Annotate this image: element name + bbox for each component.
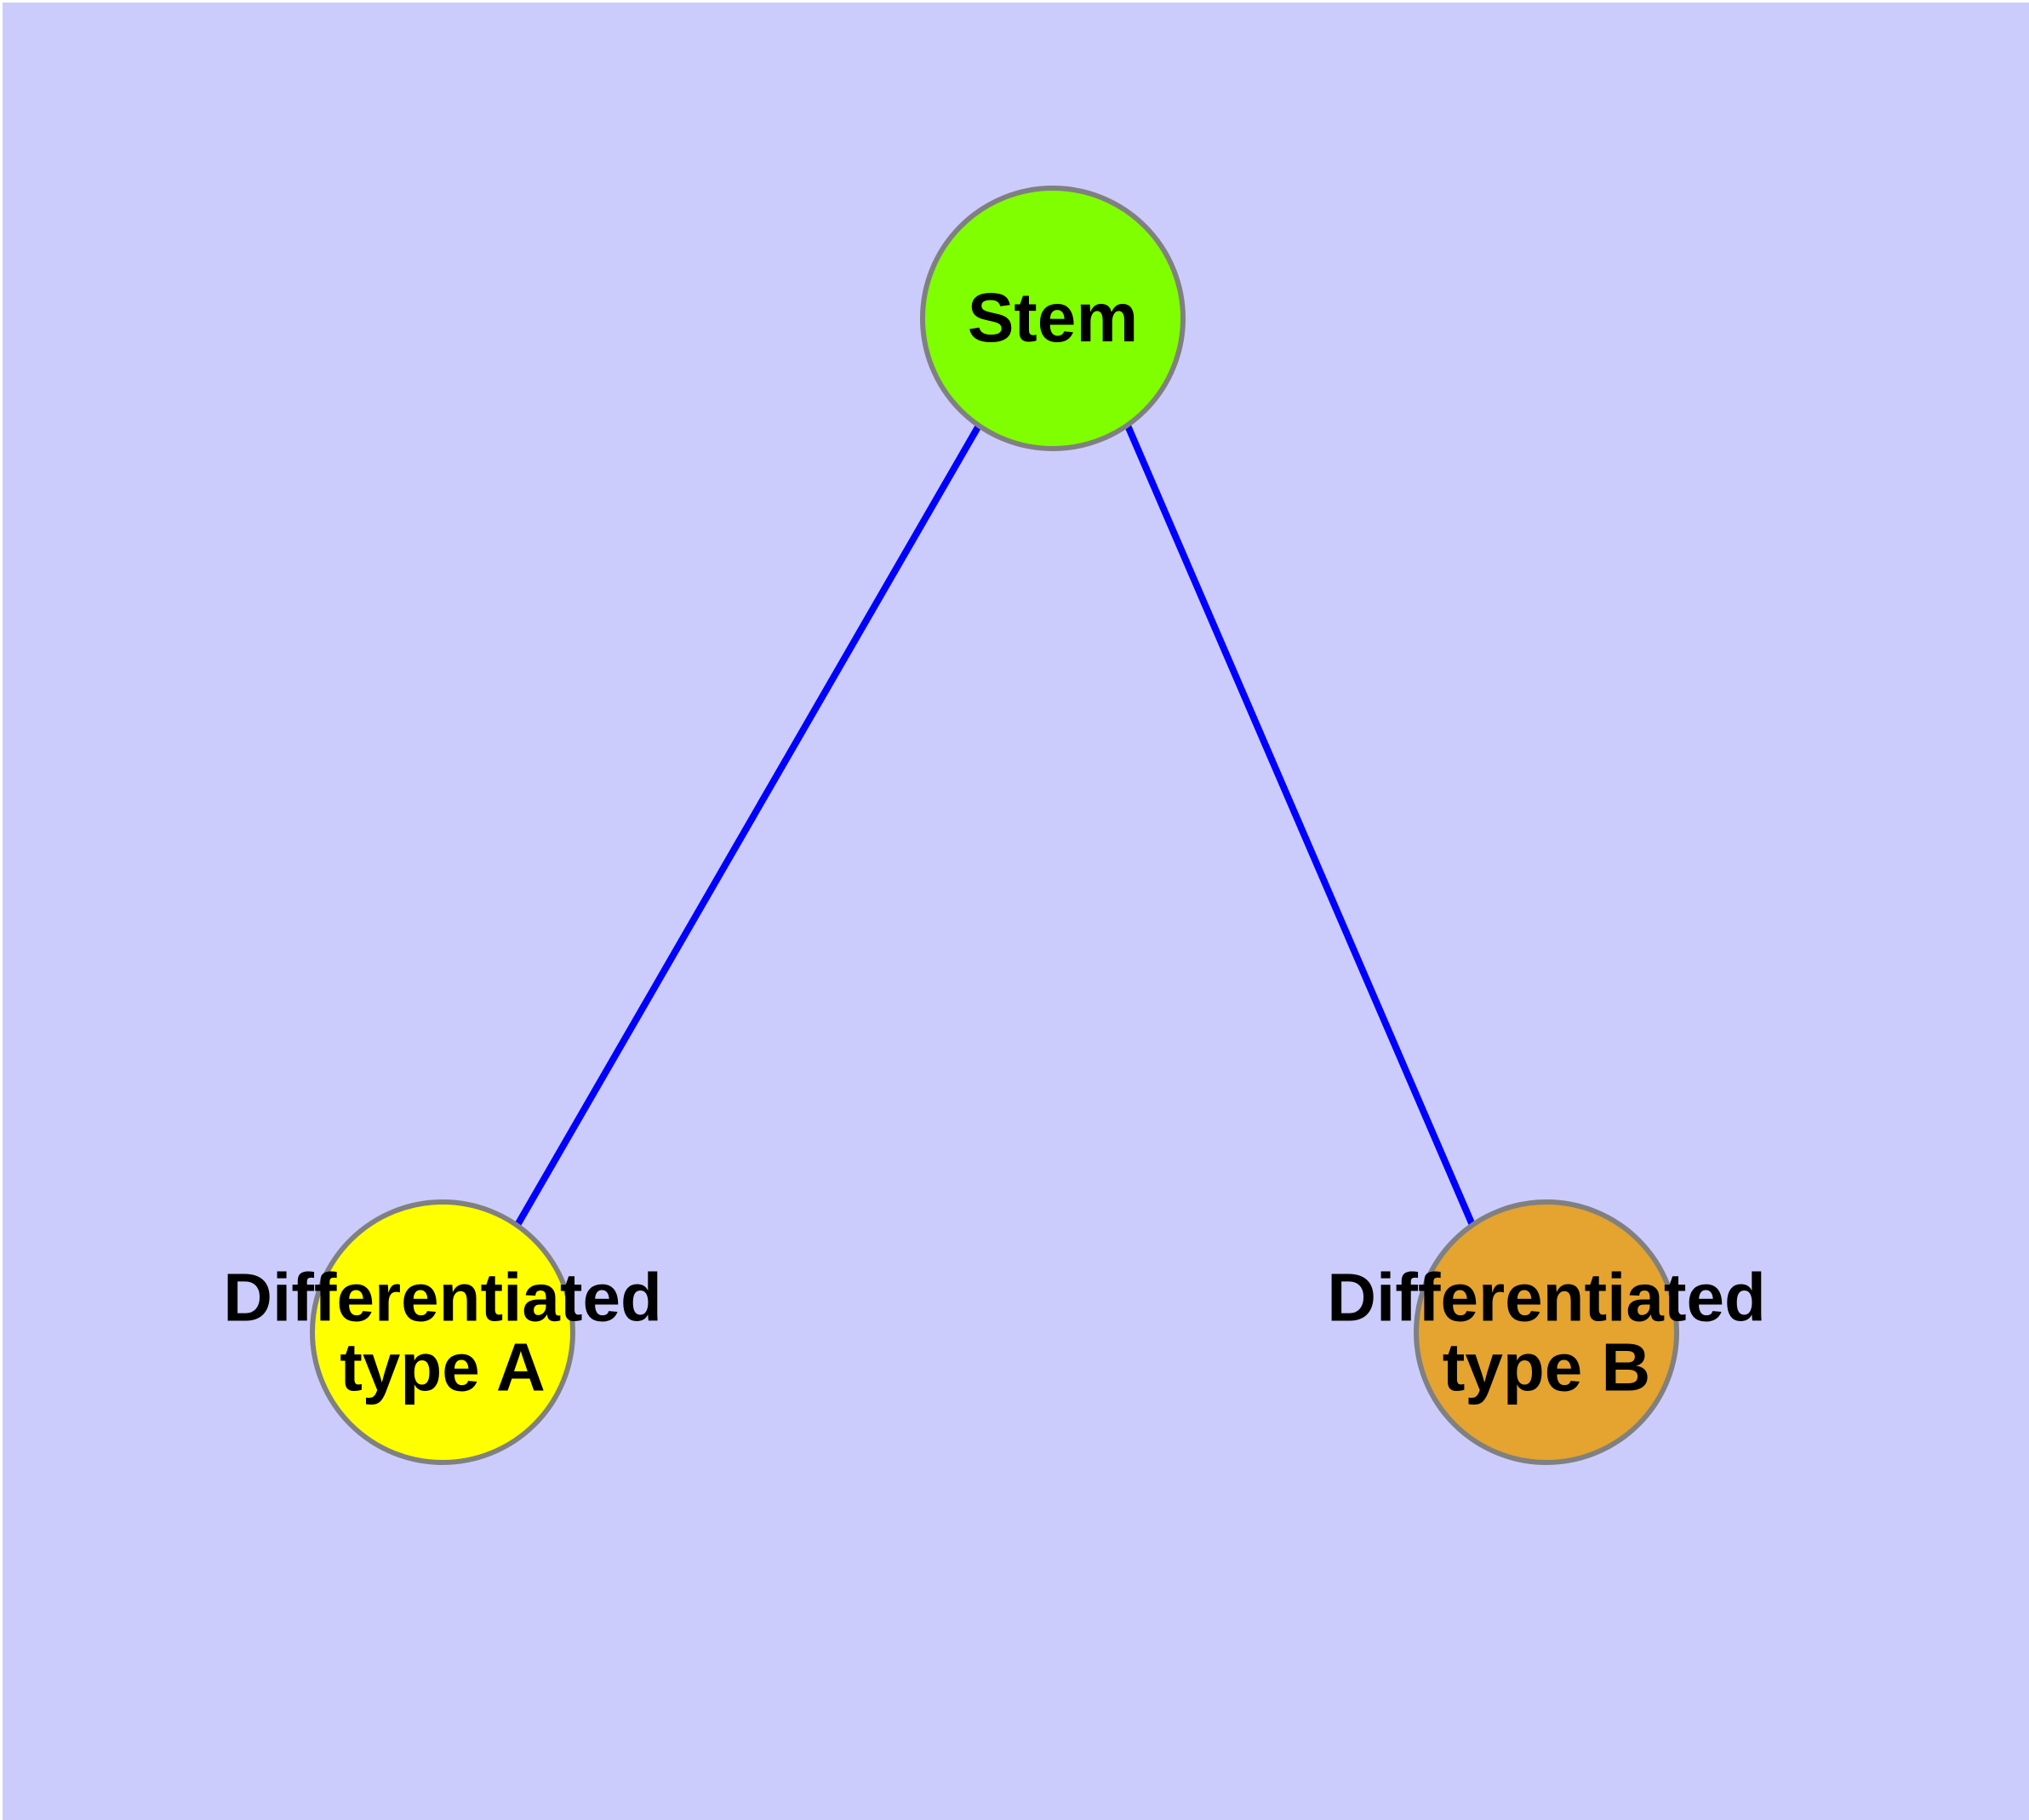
graph-svg bbox=[310, 186, 1679, 1465]
node-layer bbox=[310, 186, 1679, 1465]
node-circle-differentiated-type-a[interactable] bbox=[310, 1199, 575, 1465]
node-circle-stem[interactable] bbox=[920, 186, 1186, 451]
edge-stem-to-differentiated-type-b[interactable] bbox=[1124, 424, 1476, 1227]
node-circle-differentiated-type-b[interactable] bbox=[1414, 1199, 1679, 1465]
edge-layer bbox=[514, 424, 1476, 1227]
edge-stem-to-differentiated-type-a[interactable] bbox=[514, 424, 982, 1227]
